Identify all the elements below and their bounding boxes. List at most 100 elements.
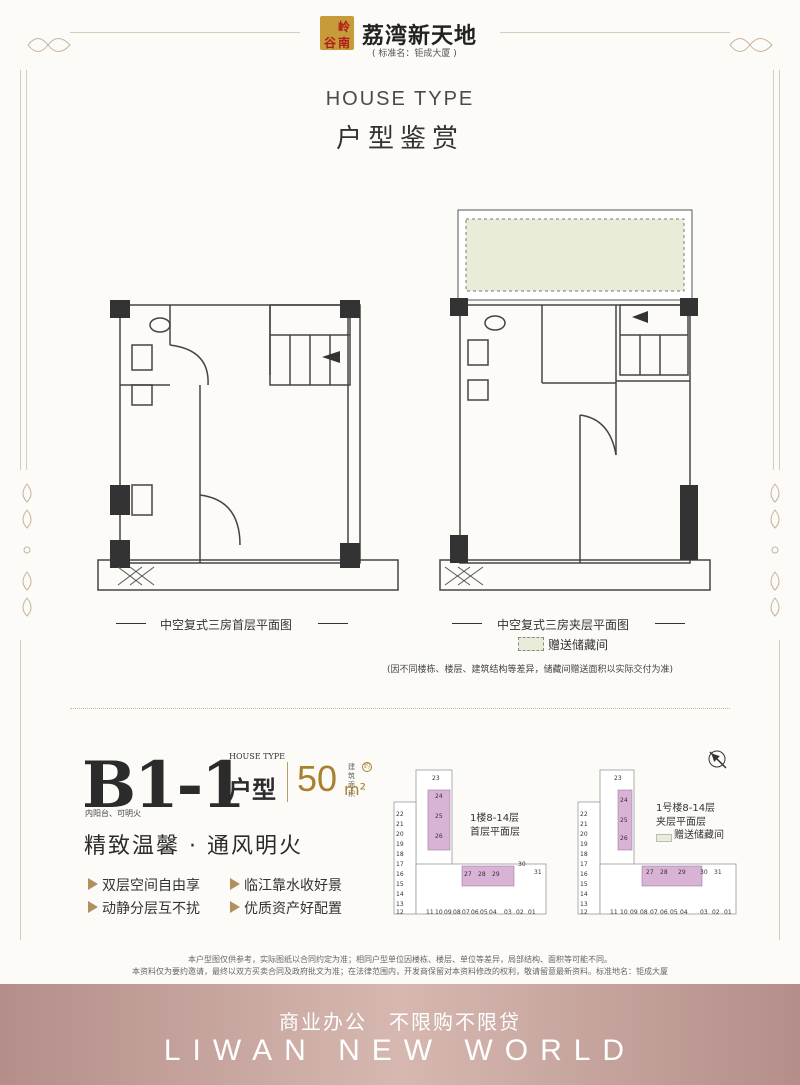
svg-text:16: 16 [580, 871, 588, 878]
svg-text:10: 10 [620, 909, 628, 916]
svg-text:29: 29 [678, 869, 686, 876]
svg-text:27: 27 [464, 871, 472, 878]
svg-text:21: 21 [580, 821, 588, 828]
svg-text:15: 15 [396, 881, 404, 888]
svg-text:28: 28 [660, 869, 668, 876]
house-type-cn: 户型 [228, 776, 276, 804]
svg-text:30: 30 [518, 861, 526, 868]
unit-slogan: 精致温馨 · 通风明火 [84, 834, 303, 859]
brand-logo: 岭 南 谷 [320, 16, 354, 50]
floor-plan-mezzanine [439, 209, 711, 591]
logo-char-3: 谷 [324, 36, 337, 50]
svg-text:06: 06 [471, 909, 479, 916]
svg-text:18: 18 [396, 851, 404, 858]
caption-mezzanine-plan: 中空复式三房夹层平面图 [497, 618, 630, 632]
caption-ground-plan: 中空复式三房首层平面图 [160, 618, 293, 632]
svg-text:12: 12 [396, 909, 404, 916]
svg-text:16: 16 [396, 871, 404, 878]
svg-text:07: 07 [650, 909, 658, 916]
disclaimer-line-2: 本资料仅为要约邀请，最终以双方买卖合同及政府批文为准；在法律范围内，开发商保留对… [132, 967, 668, 976]
unit-code: B1-1 [82, 748, 246, 823]
storage-legend-label: 赠送储藏间 [548, 638, 609, 652]
house-type-en: HOUSE TYPE [229, 752, 285, 761]
compass-icon [708, 750, 727, 769]
svg-text:18: 18 [580, 851, 588, 858]
svg-text:30: 30 [700, 869, 708, 876]
svg-text:07: 07 [462, 909, 470, 916]
frame-left [20, 70, 21, 470]
frame-top-left [70, 32, 300, 33]
svg-text:03: 03 [700, 909, 708, 916]
feature-bullet-icon [230, 878, 240, 890]
caption-left-rule-a [116, 623, 146, 624]
svg-text:23: 23 [614, 775, 622, 782]
area-value: 50 [297, 758, 338, 799]
svg-text:22: 22 [396, 811, 404, 818]
storage-legend-swatch [518, 637, 544, 651]
kp-unit-25: 25 [435, 813, 443, 820]
svg-text:04: 04 [680, 909, 688, 916]
feature-bullet-icon [230, 901, 240, 913]
svg-text:25: 25 [620, 817, 628, 824]
area-divider [287, 762, 288, 802]
area-label: 建筑面积 [348, 763, 355, 798]
svg-text:04: 04 [489, 909, 497, 916]
svg-text:13: 13 [580, 901, 588, 908]
ornament-side-left-icon [22, 483, 32, 617]
svg-text:15: 15 [580, 881, 588, 888]
svg-text:11: 11 [610, 909, 618, 916]
svg-text:20: 20 [396, 831, 404, 838]
section-divider [70, 708, 730, 709]
svg-text:11: 11 [426, 909, 434, 916]
feature-2: 临江靠水收好景 [244, 878, 342, 894]
footer-project-name: LIWAN NEW WORLD [163, 1034, 637, 1067]
keyplan-mezz-label-2: 夹层平面层 [656, 817, 706, 828]
svg-text:01: 01 [528, 909, 536, 916]
disclaimer-line-1: 本户型图仅供参考，实际图纸以合同约定为准；相同户型单位因楼栋、楼层、单位等差异，… [188, 955, 612, 964]
svg-text:05: 05 [670, 909, 678, 916]
area-unit: m² [344, 780, 366, 799]
feature-4: 优质资产好配置 [244, 901, 342, 917]
feature-3: 动静分层互不扰 [102, 901, 200, 917]
page-title-en: HOUSE TYPE [325, 88, 475, 110]
svg-text:19: 19 [580, 841, 588, 848]
svg-text:17: 17 [396, 861, 404, 868]
svg-text:12: 12 [580, 909, 588, 916]
ornament-right-icon [729, 38, 773, 52]
feature-bullet-icon [88, 878, 98, 890]
frame-right-low [779, 640, 780, 940]
kp-unit-26: 26 [435, 833, 443, 840]
svg-text:02: 02 [712, 909, 720, 916]
logo-char-2: 南 [338, 36, 351, 50]
svg-text:09: 09 [630, 909, 638, 916]
svg-text:19: 19 [396, 841, 404, 848]
balcony-note: 内阳台、可明火 [85, 809, 141, 818]
svg-text:08: 08 [453, 909, 461, 916]
keyplan-mezz-legend: 赠送储藏间 [674, 830, 724, 841]
approx-icon: 约 [362, 762, 372, 772]
keyplan-ground-label-2: 首层平面层 [470, 827, 520, 838]
caption-left-rule-b [318, 623, 348, 624]
keyplan-mezz-legend-swatch [656, 834, 672, 842]
frame-right-2 [773, 70, 774, 470]
footer-banner [0, 984, 800, 1085]
feature-1: 双层空间自由享 [102, 878, 200, 894]
svg-text:27: 27 [646, 869, 654, 876]
svg-text:17: 17 [580, 861, 588, 868]
svg-text:14: 14 [396, 891, 404, 898]
feature-bullet-icon [88, 901, 98, 913]
svg-text:31: 31 [534, 869, 542, 876]
kp-unit-24: 24 [435, 793, 443, 800]
ornament-side-right-icon [770, 483, 780, 617]
svg-text:10: 10 [435, 909, 443, 916]
svg-text:14: 14 [580, 891, 588, 898]
svg-text:20: 20 [580, 831, 588, 838]
frame-left-low [20, 640, 21, 940]
svg-text:21: 21 [396, 821, 404, 828]
brand-name: 荔湾新天地 [362, 24, 478, 49]
logo-char-1: 岭 [338, 20, 351, 34]
svg-text:29: 29 [492, 871, 500, 878]
svg-text:02: 02 [516, 909, 524, 916]
